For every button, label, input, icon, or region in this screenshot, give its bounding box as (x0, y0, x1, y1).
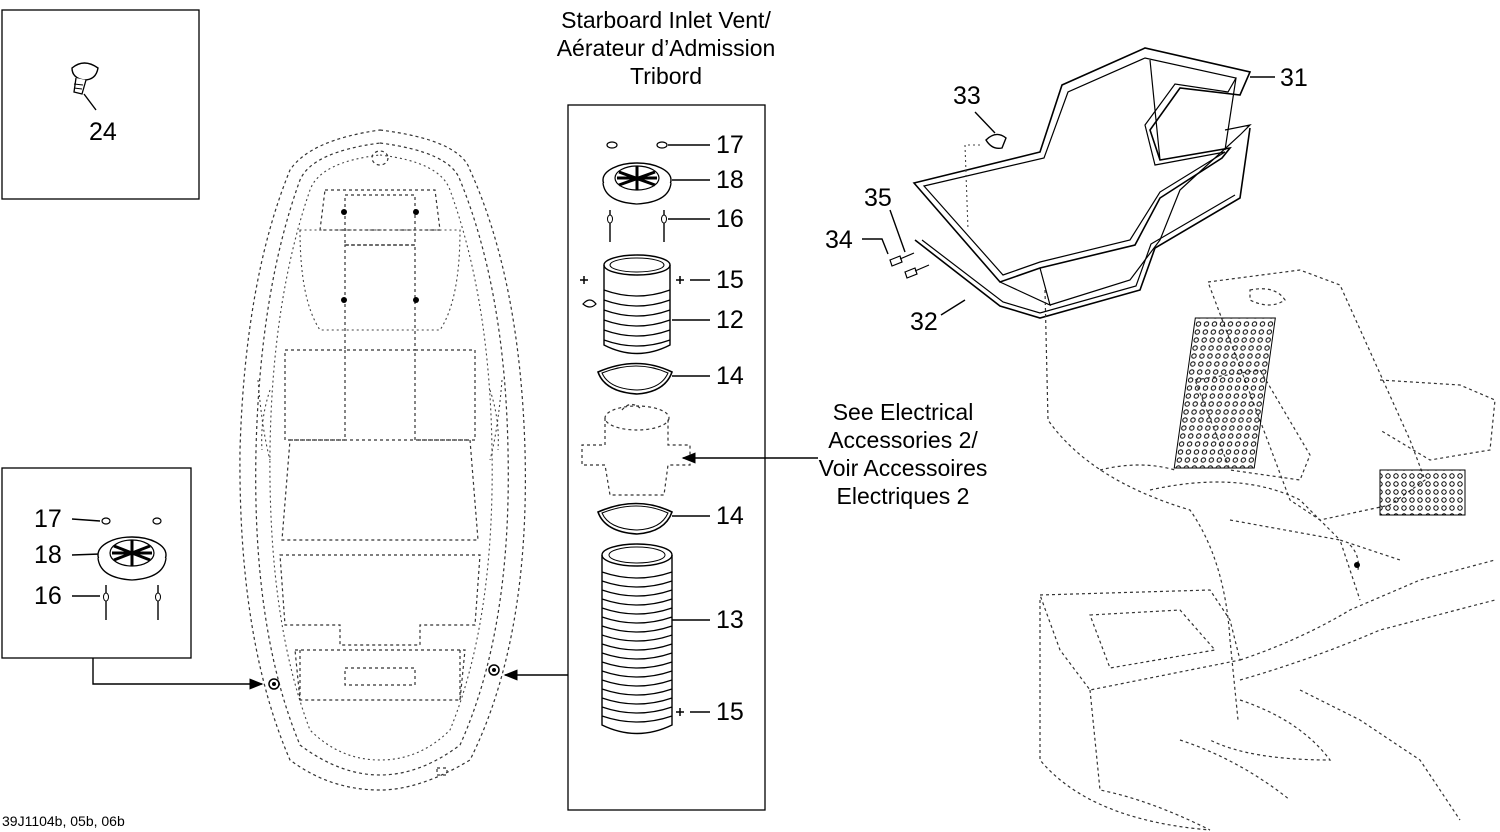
callout-32: 32 (910, 308, 938, 336)
vent-grille-icon (97, 517, 167, 620)
callout-33: 33 (953, 82, 981, 110)
inlet-grille-icon (602, 141, 672, 242)
electrical-note: See Electrical Accessories 2/ Voir Acces… (819, 399, 988, 509)
duct-rib (601, 643, 673, 651)
detail-box-vent-grille: 17 18 16 (1, 467, 264, 690)
callout-left-18: 18 (34, 541, 62, 569)
duct-rib (601, 670, 673, 678)
duct-rib (601, 661, 673, 669)
clamp-ring-icon (596, 362, 673, 395)
duct-rib (601, 589, 673, 597)
storage-bin-icon (912, 47, 1252, 319)
duct-rib (601, 679, 673, 687)
callout-17: 17 (716, 131, 744, 159)
callout-24: 24 (89, 118, 117, 146)
duct-rib (601, 697, 673, 705)
callout-12: 12 (716, 306, 744, 334)
callout-13: 13 (716, 606, 744, 634)
duct-rib (601, 634, 673, 642)
watercraft-interior-perspective (1039, 269, 1496, 831)
callout-15-top: 15 (716, 266, 744, 294)
callout-31: 31 (1280, 64, 1308, 92)
callout-35: 35 (864, 184, 892, 212)
watercraft-hull-top-view (239, 129, 526, 791)
inlet-vent-title-line3: Tribord (630, 63, 702, 89)
screw-icon (71, 62, 99, 95)
duct-rib (601, 652, 673, 660)
duct-rib (601, 571, 673, 579)
inlet-vent-title: Starboard Inlet Vent/ Aérateur d’Admissi… (557, 7, 776, 89)
electrical-note-line1: See Electrical (833, 399, 974, 425)
inlet-vent-title-line2: Aérateur d’Admission (557, 35, 776, 61)
long-duct-icon (601, 543, 684, 735)
callout-left-17: 17 (34, 505, 62, 533)
callout-16: 16 (716, 205, 744, 233)
duct-rib (601, 616, 673, 624)
electrical-note-line3: Voir Accessoires (819, 455, 988, 481)
inlet-vent-title-line1: Starboard Inlet Vent/ (561, 7, 771, 33)
duct-rib (601, 715, 673, 723)
bilge-blower-icon (581, 403, 691, 496)
callout-18: 18 (716, 166, 744, 194)
electrical-note-line2: Accessories 2/ (828, 427, 978, 453)
callout-14-bottom: 14 (716, 502, 744, 530)
screw-icon (889, 252, 930, 279)
duct-rib (601, 625, 673, 633)
duct-rib (601, 607, 673, 615)
duct-rib (601, 688, 673, 696)
duct-rib (601, 598, 673, 606)
detail-box-screw: 24 (1, 9, 200, 200)
diagram-code: 39J1104b, 05b, 06b (2, 813, 125, 829)
callout-15-bottom: 15 (716, 698, 744, 726)
callout-34: 34 (825, 226, 853, 254)
duct-rib (601, 580, 673, 588)
duct-rib (601, 706, 673, 714)
callout-14-top: 14 (716, 362, 744, 390)
short-duct-icon (580, 254, 684, 355)
electrical-note-line4: Electriques 2 (837, 483, 970, 509)
clamp-ring-icon (596, 502, 673, 535)
callout-left-16: 16 (34, 582, 62, 610)
